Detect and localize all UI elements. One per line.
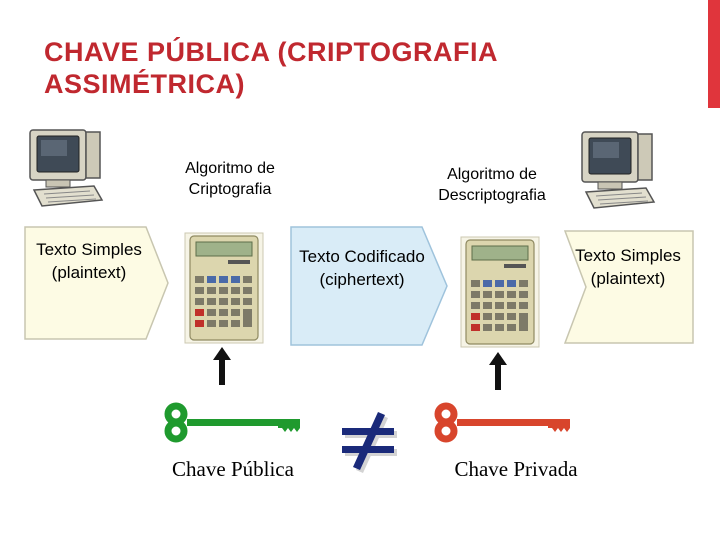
private-key-label: Chave Privada xyxy=(454,457,578,481)
plaintext-input-shape xyxy=(24,226,169,340)
accent-bar xyxy=(708,0,720,108)
plaintext-output-box: Texto Simples (plaintext) xyxy=(563,230,694,344)
plaintext-input-label: Texto Simples (plaintext) xyxy=(36,240,142,282)
computer-icon xyxy=(29,129,104,207)
calculator-icon xyxy=(184,232,264,344)
plaintext-output-label: Texto Simples (plaintext) xyxy=(575,246,681,288)
not-equal-icon xyxy=(342,412,397,473)
slide-title: CHAVE PÚBLICA (CRIPTOGRAFIA ASSIMÉTRICA) xyxy=(44,37,498,99)
computer-icon xyxy=(581,131,656,209)
plaintext-input-box: Texto Simples (plaintext) xyxy=(24,226,169,340)
public-key-label: Chave Pública xyxy=(172,457,294,481)
calculator-icon xyxy=(460,236,540,348)
ciphertext-label: Texto Codificado (ciphertext) xyxy=(299,247,425,289)
decryption-algorithm-label: Algoritmo de Descriptografia xyxy=(438,166,546,204)
key-icon xyxy=(164,402,300,443)
arrow-up-icon xyxy=(213,347,231,385)
key-icon xyxy=(434,402,570,443)
arrow-up-icon xyxy=(489,352,507,390)
ciphertext-shape xyxy=(290,226,448,346)
encryption-algorithm-label: Algoritmo de Criptografia xyxy=(185,160,275,198)
ciphertext-box: Texto Codificado (ciphertext) xyxy=(290,226,448,346)
plaintext-output-shape xyxy=(563,230,694,344)
